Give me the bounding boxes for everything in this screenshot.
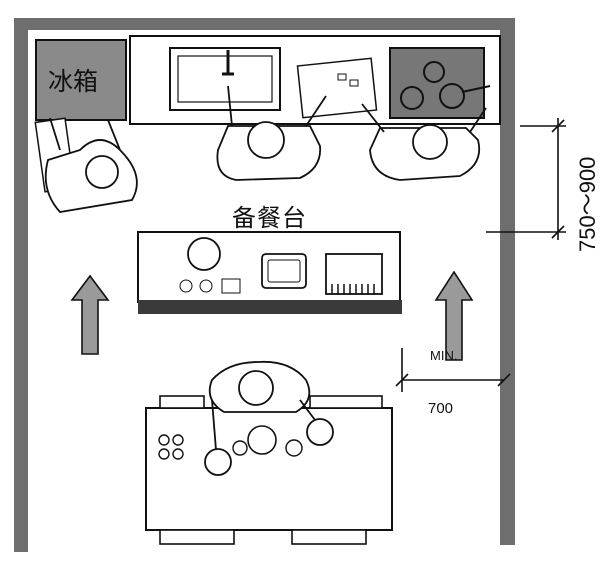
plate bbox=[247, 425, 277, 455]
bowl bbox=[179, 279, 193, 293]
chair bbox=[309, 395, 383, 409]
bottles bbox=[331, 284, 375, 294]
wall-right-strip bbox=[500, 30, 515, 545]
dish bbox=[221, 278, 241, 294]
counter-height-label: 750～900 bbox=[575, 156, 600, 252]
fridge bbox=[35, 39, 127, 121]
aisle-width-label: 700 bbox=[428, 400, 454, 417]
pan-handle bbox=[461, 85, 491, 93]
prep-counter-label: 备餐台 bbox=[232, 204, 307, 232]
faucet bbox=[222, 50, 234, 76]
flow-arrow-right bbox=[434, 270, 474, 361]
prep-counter-edge bbox=[138, 300, 402, 314]
bowl bbox=[199, 279, 213, 293]
height-dimension bbox=[486, 118, 566, 240]
stove bbox=[389, 47, 485, 119]
aisle-dimension bbox=[395, 348, 511, 392]
food-item bbox=[349, 79, 359, 87]
burner bbox=[439, 83, 465, 109]
burner bbox=[400, 86, 424, 110]
flow-arrow-left bbox=[70, 274, 110, 355]
chair bbox=[159, 395, 205, 409]
chair bbox=[159, 529, 235, 545]
cutting-board bbox=[296, 57, 378, 119]
food-item bbox=[337, 73, 347, 81]
burner bbox=[423, 61, 445, 83]
bowl bbox=[232, 440, 248, 456]
fridge-label: 冰箱 bbox=[48, 67, 99, 96]
cup-set bbox=[158, 434, 184, 460]
sink bbox=[169, 47, 281, 111]
plate bbox=[187, 237, 221, 271]
person-at-stove bbox=[361, 103, 487, 181]
tray-inner bbox=[267, 259, 301, 283]
bowl bbox=[285, 439, 303, 457]
aisle-min-label: MIN. bbox=[430, 348, 458, 363]
dining-table bbox=[145, 407, 393, 531]
container bbox=[325, 253, 383, 295]
person-at-table bbox=[204, 360, 334, 476]
chair bbox=[291, 529, 367, 545]
person-at-fridge bbox=[44, 117, 138, 213]
tray bbox=[261, 253, 307, 289]
sink-basin bbox=[177, 55, 273, 103]
person-at-sink bbox=[216, 85, 327, 181]
